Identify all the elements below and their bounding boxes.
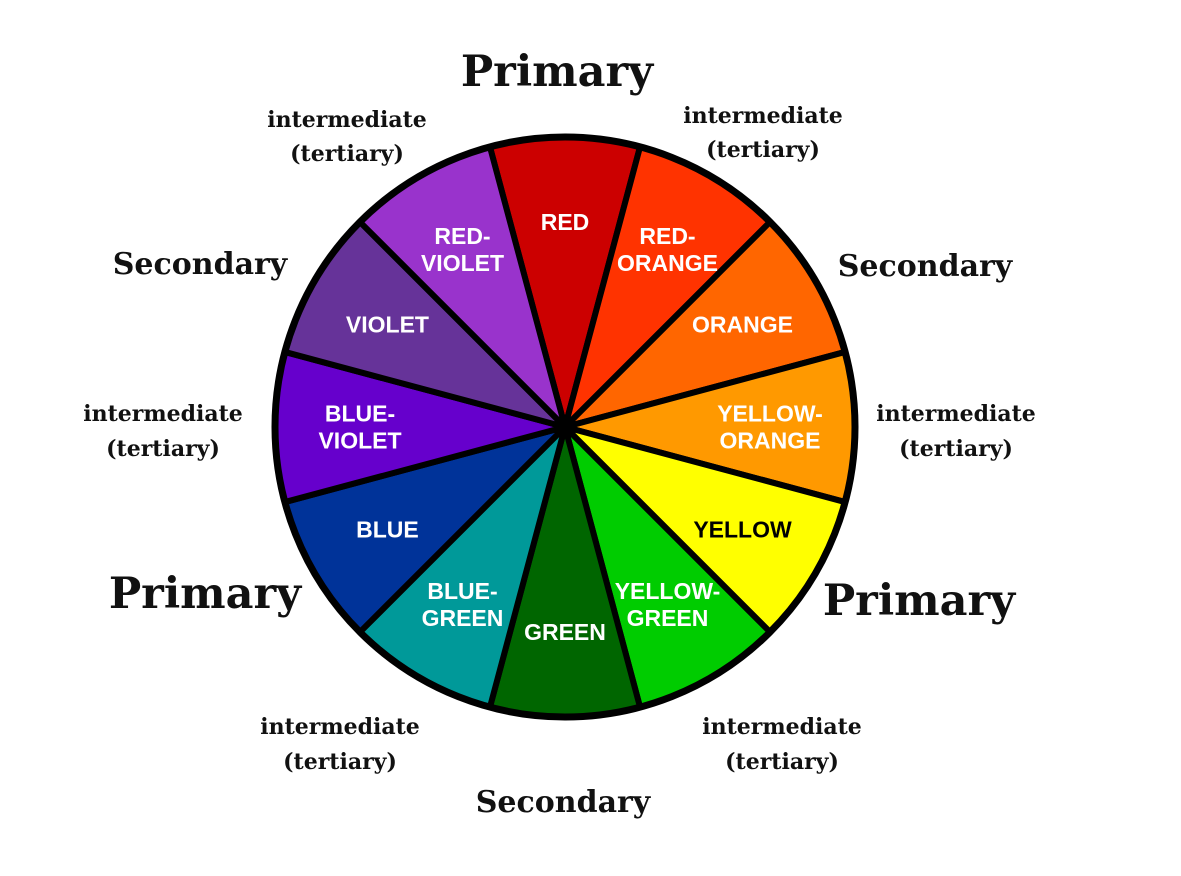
primary-label-top: Primary [461, 47, 655, 97]
intermediate-label-top-left: intermediate [267, 107, 427, 133]
wheel-label-line: ORANGE [692, 312, 793, 338]
wheel-label-yellow-green: YELLOW-GREEN [615, 578, 721, 631]
tertiary-label-top-right: (tertiary) [706, 137, 820, 163]
wheel-label-red: RED [541, 209, 590, 235]
wheel-label-blue: BLUE [356, 517, 419, 543]
wheel-label-line: YELLOW [693, 517, 792, 543]
wheel-label-line: VIOLET [318, 428, 401, 454]
wheel-label-yellow-orange: YELLOW-ORANGE [717, 401, 823, 454]
intermediate-label-right: intermediate [876, 401, 1036, 427]
wheel-label-blue-green: BLUE-GREEN [422, 578, 504, 631]
wheel-label-line: BLUE- [427, 578, 497, 604]
wheel-label-line: BLUE [356, 517, 419, 543]
wheel-label-line: GREEN [524, 619, 606, 645]
wheel-label-line: YELLOW- [717, 401, 823, 427]
wheel-label-line: GREEN [627, 605, 709, 631]
wheel-label-violet: VIOLET [346, 312, 429, 338]
wheel-label-green: GREEN [524, 619, 606, 645]
primary-label-left: Primary [109, 569, 303, 619]
wheel-label-line: VIOLET [421, 250, 504, 276]
tertiary-label-bottom-right: (tertiary) [725, 749, 839, 775]
intermediate-label-bottom-right: intermediate [702, 714, 862, 740]
wheel-label-line: RED [541, 209, 590, 235]
wheel-outline [271, 133, 859, 721]
secondary-label-bottom: Secondary [476, 785, 652, 820]
wheel-label-red-orange: RED-ORANGE [617, 223, 718, 276]
wheel-label-line: VIOLET [346, 312, 429, 338]
tertiary-label-top-left: (tertiary) [290, 141, 404, 167]
intermediate-label-bottom-left: intermediate [260, 714, 420, 740]
secondary-label-top-right: Secondary [838, 249, 1014, 284]
wheel-label-blue-violet: BLUE-VIOLET [318, 401, 401, 454]
color-wheel: REDRED-ORANGEORANGEYELLOW-ORANGEYELLOWYE… [271, 133, 859, 721]
wheel-center-dot [557, 419, 573, 435]
wheel-label-orange: ORANGE [692, 312, 793, 338]
intermediate-label-left: intermediate [83, 401, 243, 427]
primary-label-right: Primary [823, 576, 1017, 626]
wheel-label-line: YELLOW- [615, 578, 721, 604]
wheel-label-line: RED- [434, 223, 490, 249]
tertiary-label-right: (tertiary) [899, 436, 1013, 462]
wheel-label-line: GREEN [422, 605, 504, 631]
wheel-label-line: ORANGE [617, 250, 718, 276]
wheel-label-red-violet: RED-VIOLET [421, 223, 504, 276]
tertiary-label-bottom-left: (tertiary) [283, 749, 397, 775]
secondary-label-top-left: Secondary [113, 247, 289, 282]
tertiary-label-left: (tertiary) [106, 436, 220, 462]
wheel-label-line: ORANGE [720, 428, 821, 454]
wheel-label-line: RED- [639, 223, 695, 249]
intermediate-label-top-right: intermediate [683, 103, 843, 129]
wheel-label-line: BLUE- [325, 401, 395, 427]
wheel-label-yellow: YELLOW [693, 517, 792, 543]
